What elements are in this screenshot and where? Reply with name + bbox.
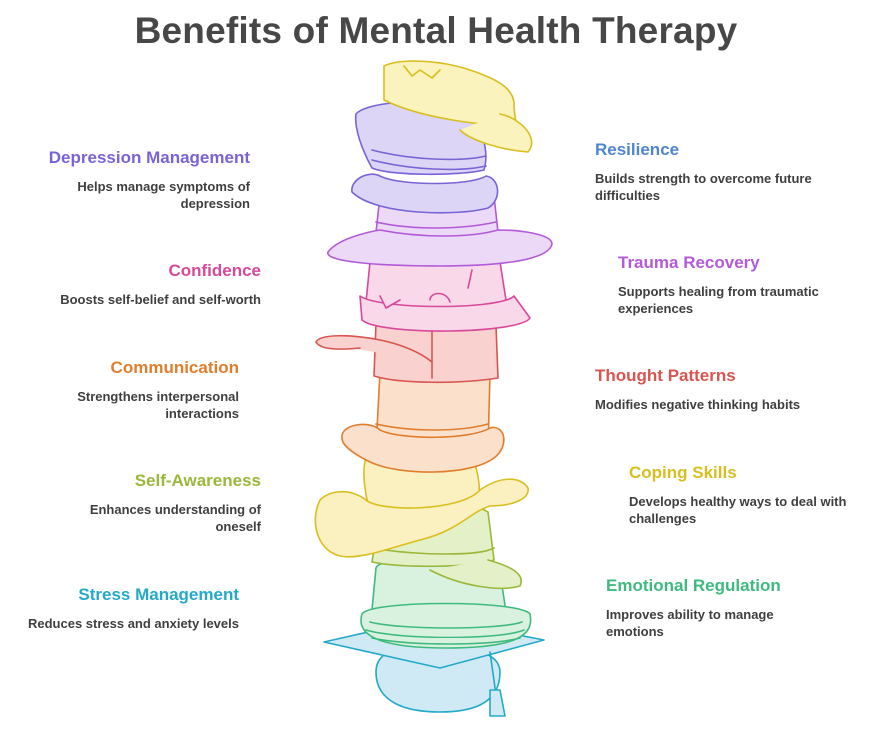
benefit-title: Coping Skills <box>629 463 737 482</box>
benefit-communication: Communication Strengthens interpersonal … <box>19 358 239 422</box>
benefit-title: Stress Management <box>78 585 239 604</box>
benefit-thought-patterns: Thought Patterns Modifies negative think… <box>595 366 835 413</box>
sailor-hat-icon <box>383 60 533 153</box>
benefit-depression-management: Depression Management Helps manage sympt… <box>10 148 250 212</box>
benefit-description: Boosts self-belief and self-worth <box>60 292 261 307</box>
benefit-title: Self-Awareness <box>134 471 261 490</box>
benefit-trauma-recovery: Trauma Recovery Supports healing from tr… <box>618 253 848 317</box>
fedora-hat-icon <box>341 363 505 473</box>
benefit-description: Strengthens interpersonal interactions <box>77 389 239 421</box>
benefit-description: Supports healing from traumatic experien… <box>618 284 819 316</box>
benefit-description: Builds strength to overcome future diffi… <box>595 171 812 203</box>
page-title: Benefits of Mental Health Therapy <box>134 10 738 51</box>
pink-cap-icon <box>359 252 531 332</box>
benefit-title: Depression Management <box>48 148 250 167</box>
benefit-description: Improves ability to manage emotions <box>606 607 774 639</box>
baseball-cap-icon <box>315 313 499 384</box>
benefit-title: Resilience <box>595 140 680 159</box>
benefit-description: Reduces stress and anxiety levels <box>27 616 239 631</box>
benefit-stress-management: Stress Management Reduces stress and anx… <box>9 585 239 632</box>
benefit-title: Communication <box>110 358 239 377</box>
benefit-title: Confidence <box>168 261 261 280</box>
benefit-coping-skills: Coping Skills Develops healthy ways to d… <box>629 463 859 527</box>
benefit-title: Emotional Regulation <box>606 576 781 595</box>
benefit-self-awareness: Self-Awareness Enhances understanding of… <box>41 471 261 535</box>
benefit-description: Modifies negative thinking habits <box>595 397 801 412</box>
benefit-title: Trauma Recovery <box>618 253 760 272</box>
benefit-confidence: Confidence Boosts self-belief and self-w… <box>21 261 261 308</box>
benefit-description: Enhances understanding of oneself <box>89 502 261 534</box>
benefit-title: Thought Patterns <box>595 366 736 385</box>
benefit-description: Develops healthy ways to deal with chall… <box>629 494 847 526</box>
benefit-description: Helps manage symptoms of depression <box>77 179 250 211</box>
benefit-emotional-regulation: Emotional Regulation Improves ability to… <box>606 576 806 640</box>
benefit-resilience: Resilience Builds strength to overcome f… <box>595 140 835 204</box>
